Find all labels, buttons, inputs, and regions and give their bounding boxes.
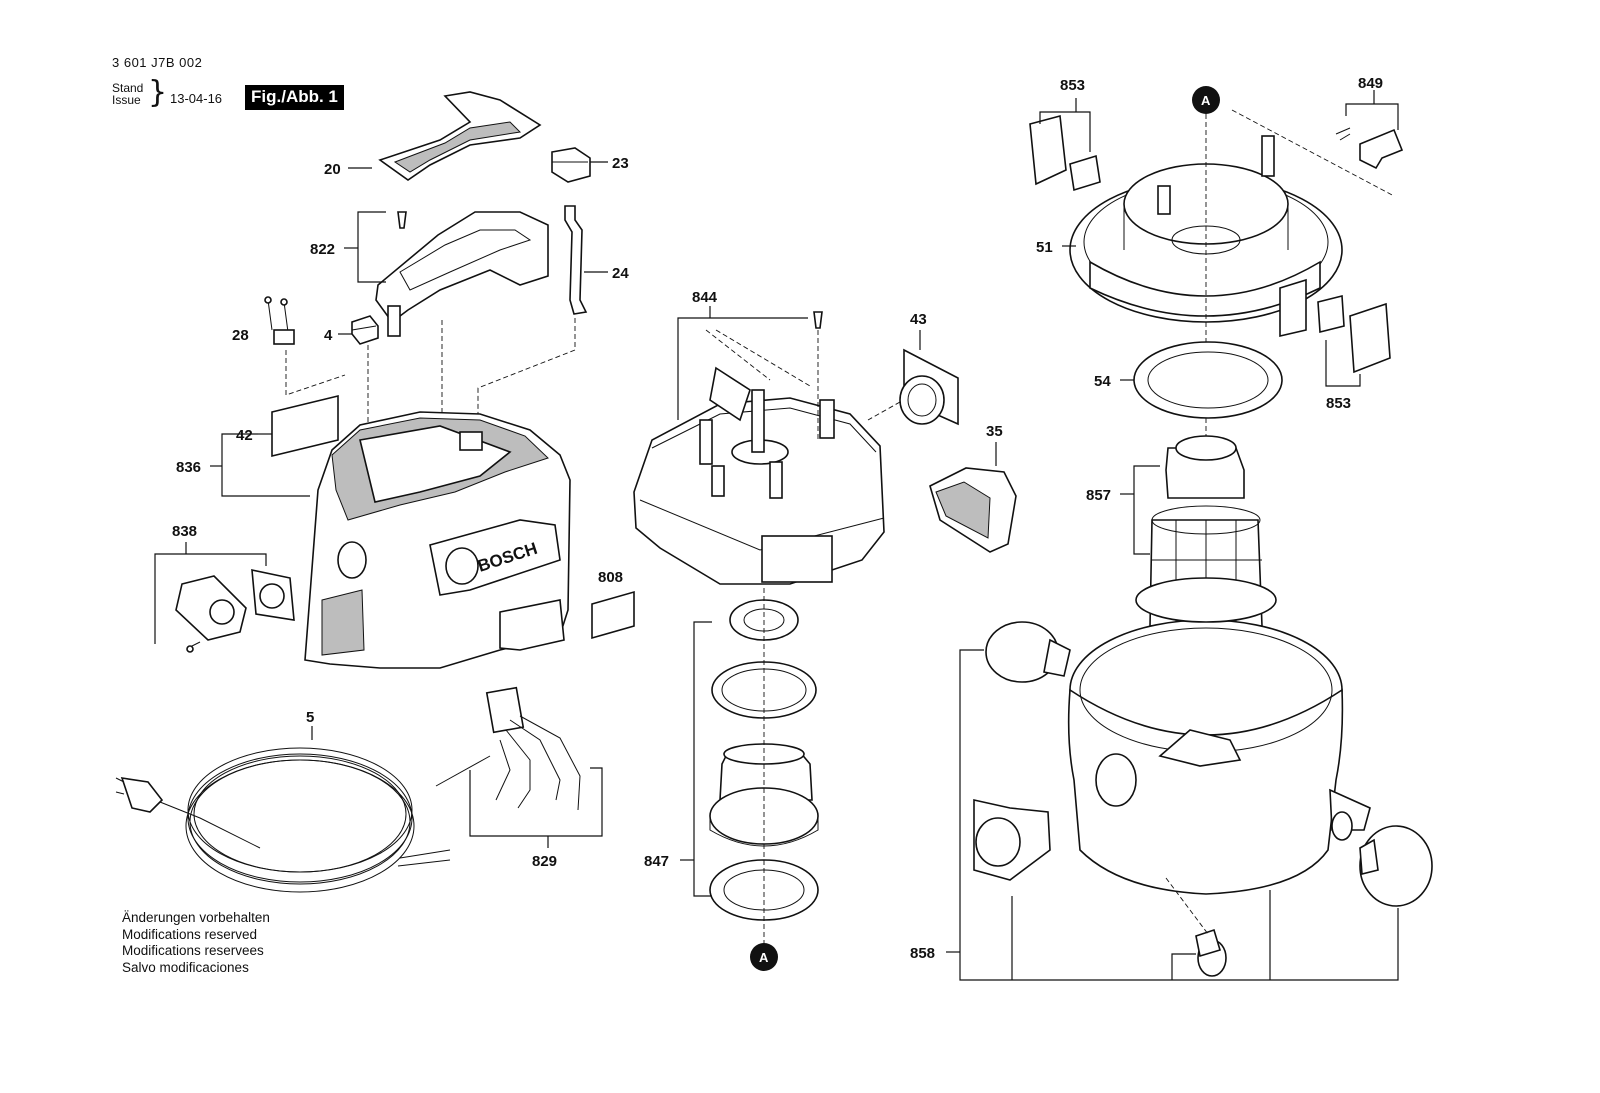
label-54: 54: [1094, 373, 1111, 390]
side-wheel-part: [985, 621, 1071, 683]
issue-date: 13-04-16: [170, 91, 223, 106]
label-43: 43: [910, 311, 927, 328]
label-844: 844: [692, 289, 718, 306]
label-23: 23: [612, 155, 629, 172]
screw-part: [813, 311, 823, 329]
clip-part-upper: [1029, 114, 1101, 192]
label-28: 28: [232, 327, 249, 344]
label-5: 5: [306, 709, 314, 726]
brush-part: [264, 296, 295, 345]
socket-part: [175, 568, 295, 653]
label-857: 857: [1086, 487, 1111, 504]
power-cable-part: [115, 747, 451, 893]
label-4: 4: [324, 327, 333, 344]
label-836: 836: [176, 459, 201, 476]
label-853-bottom: 853: [1326, 395, 1351, 412]
svg-text:A: A: [1201, 93, 1211, 108]
handle-cover-part: [378, 91, 542, 181]
clip-part-lower: [1317, 294, 1391, 374]
wiring-harness-part: [435, 686, 581, 811]
flap-part: [929, 467, 1017, 553]
small-sticker-part: [591, 590, 635, 640]
front-castor-part: [1195, 928, 1227, 977]
label-42: 42: [236, 427, 253, 444]
note-fr: Modifications reservees: [122, 943, 264, 958]
hose-connector-part: [973, 799, 1051, 881]
switch-part: [351, 315, 379, 345]
document-number: 3 601 J7B 002: [112, 55, 203, 70]
label-808: 808: [598, 569, 623, 586]
label-858: 858: [910, 945, 935, 962]
label-829: 829: [532, 853, 557, 870]
label-24: 24: [612, 265, 629, 282]
seal-ring-part: [1133, 341, 1283, 419]
label-822: 822: [310, 241, 335, 258]
label-51: 51: [1036, 239, 1053, 256]
latch-part: [1335, 127, 1404, 170]
label-853-top: 853: [1060, 77, 1085, 94]
figure-label: Fig./Abb. 1: [245, 85, 344, 110]
label-847: 847: [644, 853, 669, 870]
label-sticker-part: [271, 394, 339, 458]
note-es: Salvo modificaciones: [122, 959, 249, 975]
label-838: 838: [172, 523, 197, 540]
label-20: 20: [324, 161, 341, 178]
dust-container-part: [1067, 577, 1371, 895]
label-35: 35: [986, 423, 1003, 440]
motor-cover-part: [633, 366, 885, 585]
reference-marker-a-top: A: [1192, 86, 1220, 114]
stand-issue-label: Stand Issue: [112, 81, 144, 107]
button-cap-part: [551, 147, 591, 183]
note-de: Änderungen vorbehalten: [122, 910, 270, 925]
modification-notes: Änderungen vorbehalten Modifications res…: [122, 910, 270, 976]
caster-wheel-part: [1359, 825, 1433, 907]
label-849: 849: [1358, 75, 1383, 92]
reference-marker-a-bottom: A: [750, 943, 778, 971]
stand-issue-brace: }: [148, 75, 168, 110]
rod-part: [564, 205, 588, 315]
note-en: Modifications reserved: [122, 926, 258, 942]
inlet-flange-part: [899, 348, 959, 426]
motor-housing-part: BOSCH: [304, 411, 571, 669]
handle-frame-part: [375, 211, 549, 337]
svg-text:A: A: [759, 950, 769, 965]
